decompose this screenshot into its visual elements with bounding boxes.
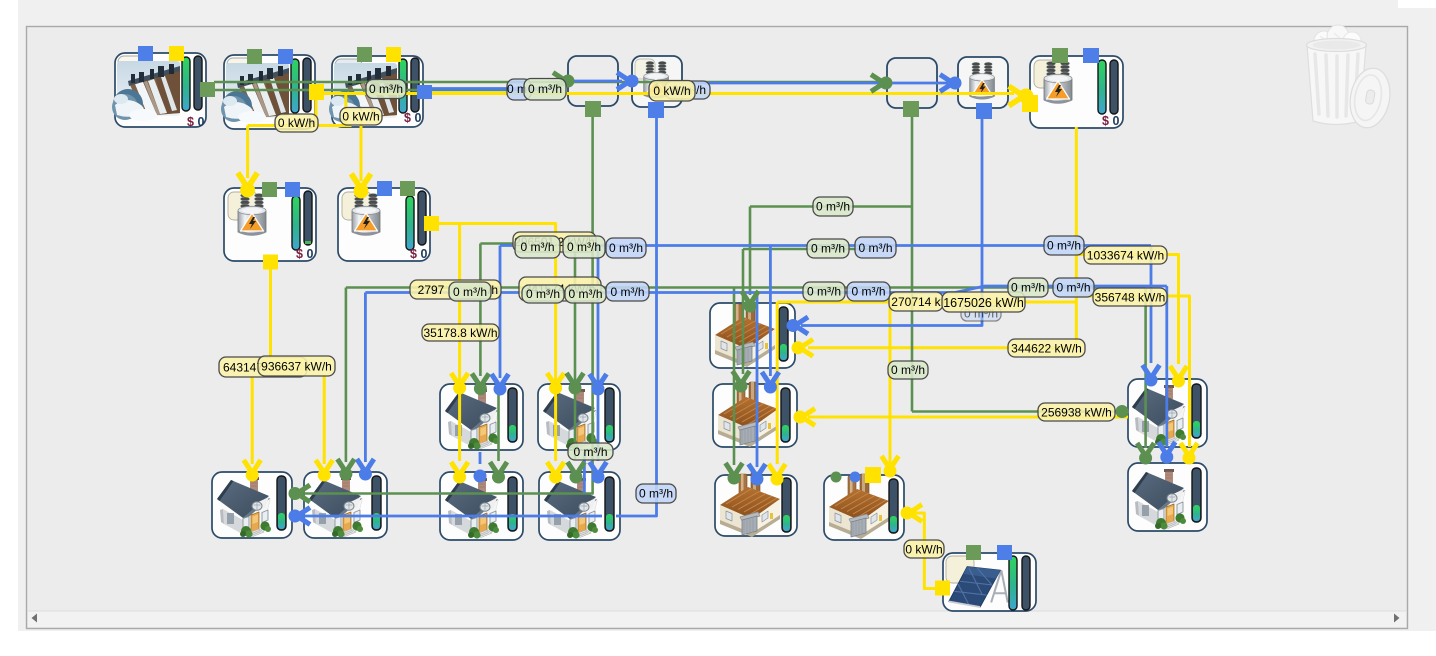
svg-text:0 m³/h: 0 m³/h	[851, 285, 885, 299]
svg-text:356748 kW/h: 356748 kW/h	[1095, 291, 1166, 305]
svg-text:936637 kW/h: 936637 kW/h	[261, 360, 332, 374]
svg-text:0 m³/h: 0 m³/h	[816, 200, 850, 214]
svg-text:$ 0: $ 0	[187, 115, 204, 129]
svg-text:$ 0: $ 0	[296, 247, 313, 261]
svg-text:344622 kW/h: 344622 kW/h	[1011, 342, 1082, 356]
svg-text:2797: 2797	[418, 283, 445, 297]
svg-text:$ 0: $ 0	[1102, 114, 1119, 128]
svg-text:$ 0: $ 0	[404, 111, 421, 125]
svg-text:$ 0: $ 0	[410, 247, 427, 261]
svg-text:1033674 kW/h: 1033674 kW/h	[1087, 249, 1164, 263]
svg-text:0 m³/h: 0 m³/h	[453, 285, 487, 299]
svg-text:0 kW/h: 0 kW/h	[653, 84, 690, 98]
svg-text:1675026 kW/h: 1675026 kW/h	[943, 296, 1024, 310]
svg-text:256938 kW/h: 256938 kW/h	[1041, 406, 1112, 420]
svg-text:0 kW/h: 0 kW/h	[278, 116, 315, 130]
svg-text:0 m³/h: 0 m³/h	[610, 285, 644, 299]
svg-text:35178.8 kW/h: 35178.8 kW/h	[423, 326, 497, 340]
svg-text:0 kW/h: 0 kW/h	[905, 543, 942, 557]
svg-text:0 m³/h: 0 m³/h	[609, 241, 643, 255]
svg-text:0 m³/h: 0 m³/h	[567, 240, 601, 254]
svg-text:0 m³/h: 0 m³/h	[811, 242, 845, 256]
svg-text:0 m³/h: 0 m³/h	[891, 363, 925, 377]
svg-text:0 m³/h: 0 m³/h	[528, 82, 562, 96]
svg-text:0 m³/h: 0 m³/h	[858, 241, 892, 255]
svg-text:0 m³/h: 0 m³/h	[526, 287, 560, 301]
svg-text:0 kW/h: 0 kW/h	[342, 110, 379, 124]
svg-text:270714 k: 270714 k	[891, 295, 941, 309]
svg-text:0 m³/h: 0 m³/h	[1011, 281, 1045, 295]
svg-text:0 m³/h: 0 m³/h	[639, 487, 673, 501]
svg-text:0 m³/h: 0 m³/h	[520, 240, 554, 254]
svg-text:0 m³/h: 0 m³/h	[807, 285, 841, 299]
svg-text:0 m³/h: 0 m³/h	[1056, 281, 1090, 295]
svg-text:/h: /h	[488, 283, 498, 297]
svg-text:0 m³/h: 0 m³/h	[568, 287, 602, 301]
svg-text:0 m³/h: 0 m³/h	[573, 445, 607, 459]
svg-text:0 m³/h: 0 m³/h	[1047, 239, 1081, 253]
svg-text:0 m³/h: 0 m³/h	[369, 82, 403, 96]
svg-text:643147: 643147	[223, 361, 263, 375]
svg-text:0 m: 0 m	[507, 82, 527, 96]
